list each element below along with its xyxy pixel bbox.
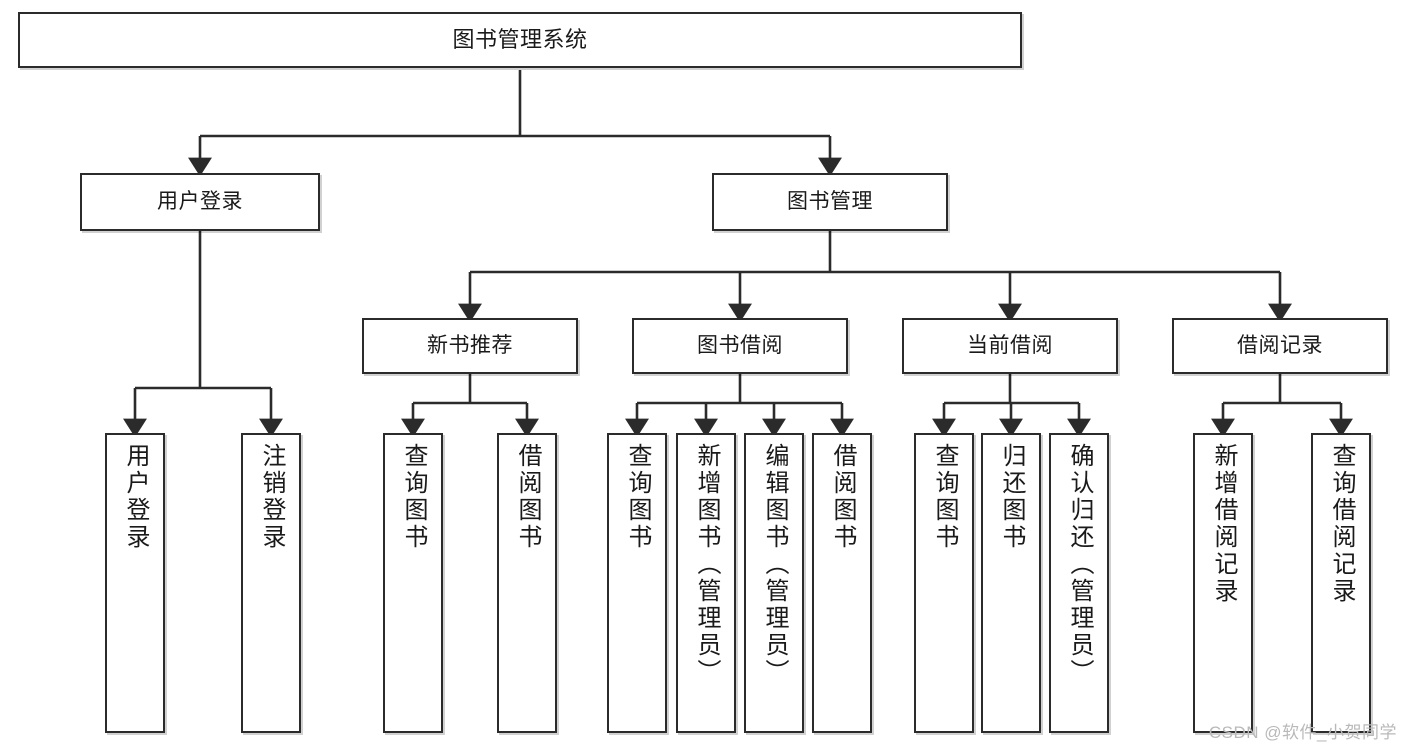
node-label: 图书借阅 [697, 333, 783, 357]
leaf-current-query-book[interactable]: 查询图书 [914, 433, 974, 733]
node-current-borrow[interactable]: 当前借阅 [902, 318, 1118, 374]
node-label: 图书管理系统 [452, 27, 588, 53]
leaf-current-confirm-return-admin[interactable]: 确认归还（管理员） [1049, 433, 1109, 733]
node-label: 新增图书（管理员） [693, 443, 720, 686]
leaf-record-add-record[interactable]: 新增借阅记录 [1193, 433, 1253, 733]
node-label: 当前借阅 [967, 333, 1053, 357]
leaf-borrow-borrow-book[interactable]: 借阅图书 [812, 433, 872, 733]
node-book-management[interactable]: 图书管理 [712, 173, 948, 231]
leaf-user-login[interactable]: 用户登录 [105, 433, 165, 733]
node-label: 查询借阅记录 [1328, 443, 1355, 605]
leaf-borrow-edit-book-admin[interactable]: 编辑图书（管理员） [744, 433, 804, 733]
watermark-text: CSDN @软件_小贺同学 [1208, 723, 1397, 742]
node-label: 新增借阅记录 [1210, 443, 1237, 605]
leaf-record-query-record[interactable]: 查询借阅记录 [1311, 433, 1371, 733]
node-root-system[interactable]: 图书管理系统 [18, 12, 1022, 68]
leaf-borrow-query-book[interactable]: 查询图书 [607, 433, 667, 733]
node-label: 借阅图书 [514, 443, 541, 551]
leaf-current-return-book[interactable]: 归还图书 [981, 433, 1041, 733]
node-label: 用户登录 [122, 443, 149, 551]
node-user-login[interactable]: 用户登录 [80, 173, 320, 231]
node-label: 查询图书 [931, 443, 958, 551]
node-label: 新书推荐 [427, 333, 513, 357]
node-label: 确认归还（管理员） [1066, 443, 1093, 686]
node-label: 用户登录 [157, 189, 243, 213]
node-label: 归还图书 [998, 443, 1025, 551]
node-new-book-recommend[interactable]: 新书推荐 [362, 318, 578, 374]
node-label: 查询图书 [400, 443, 427, 551]
node-book-borrow[interactable]: 图书借阅 [632, 318, 848, 374]
node-label: 查询图书 [624, 443, 651, 551]
node-label: 注销登录 [258, 443, 285, 551]
leaf-borrow-add-book-admin[interactable]: 新增图书（管理员） [676, 433, 736, 733]
node-label: 编辑图书（管理员） [761, 443, 788, 686]
node-label: 借阅记录 [1237, 333, 1323, 357]
leaf-logout[interactable]: 注销登录 [241, 433, 301, 733]
node-label: 图书管理 [787, 189, 873, 213]
leaf-newbook-query-book[interactable]: 查询图书 [383, 433, 443, 733]
node-borrow-record[interactable]: 借阅记录 [1172, 318, 1388, 374]
leaf-newbook-borrow-book[interactable]: 借阅图书 [497, 433, 557, 733]
node-label: 借阅图书 [829, 443, 856, 551]
